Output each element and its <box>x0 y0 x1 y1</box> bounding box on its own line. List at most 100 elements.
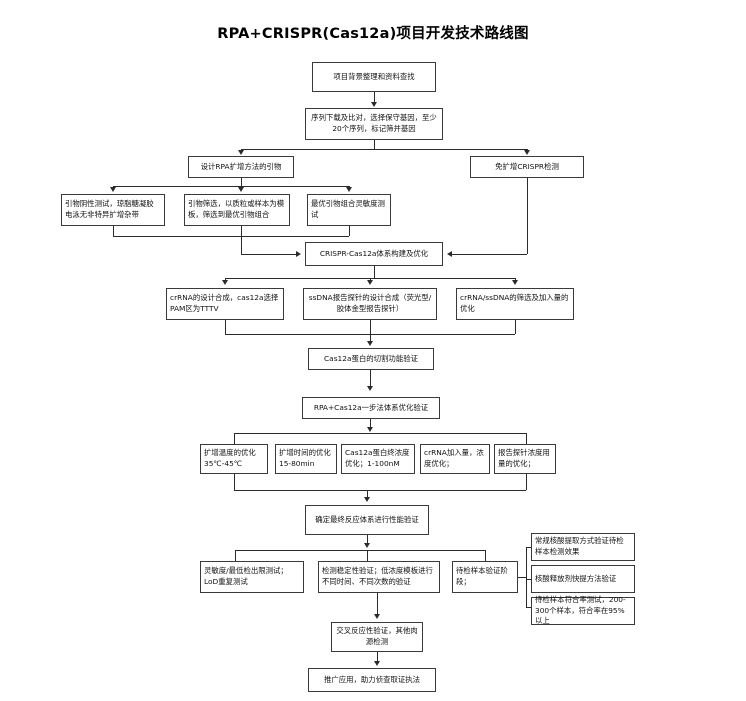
connector-five-to-n19 <box>367 490 368 498</box>
arrow-down-icon <box>366 427 373 432</box>
node-one-pot-optimization: RPA+Cas12a一步法体系优化验证 <box>302 397 440 419</box>
node-primer-screening: 引物筛选，以质粒或样本为模板，筛选到最优引物组合 <box>184 194 290 226</box>
arrow-right-icon <box>296 250 301 257</box>
connector-five-bottom-bar <box>234 490 526 491</box>
node-sequence-download: 序列下载及比对，选择保守基因，至少20个序列，标记筛并基因 <box>305 108 443 140</box>
node-crrna-ssdna-optimization: crRNA/ssDNA的筛选及加入量的优化 <box>456 288 574 320</box>
node-label: 确定最终反应体系进行性能验证 <box>315 514 419 524</box>
node-stability-validation: 检测稳定性验证；低浓度模板进行不同时间、不同次数的验证 <box>318 561 440 593</box>
node-amp-temperature-opt: 扩增温度的优化35℃-45℃ <box>200 444 268 474</box>
connector-n06-down <box>241 226 242 254</box>
node-label: crRNA加入量，浓度优化； <box>424 448 484 468</box>
connector-validation-left <box>235 550 236 561</box>
node-label: 项目背景整理和资料查找 <box>333 71 415 81</box>
arrow-down-icon <box>370 102 377 107</box>
connector-n13-down <box>370 419 371 428</box>
connector-five-left-bottom <box>234 474 235 490</box>
node-ssdna-probe-design: ssDNA报告探针的设计合成（荧光型/胶体金型报告探针） <box>303 288 437 320</box>
connector-n22-to-n25 <box>526 607 531 608</box>
node-crrna-amount-opt: crRNA加入量，浓度优化； <box>420 444 490 474</box>
connector-merge3-to-n12 <box>370 334 371 342</box>
connector-n22-bracket <box>526 547 527 607</box>
connector-n12-n13 <box>370 370 371 387</box>
node-label: 设计RPA扩增方法的引物 <box>200 161 282 171</box>
node-label: ssDNA报告探针的设计合成（荧光型/胶体金型报告探针） <box>308 293 432 313</box>
node-label: 免扩增CRISPR检测 <box>495 161 559 171</box>
node-label: 常规核酸提取方式验证待检样本检测效果 <box>535 536 624 556</box>
connector-fan-bar <box>113 186 349 187</box>
node-sensitivity-lod-test: 灵敏度/最低检出限测试；LoD重复测试 <box>200 561 304 593</box>
node-label: Cas12a蛋白终浓度优化；1-100nM <box>345 448 410 468</box>
node-concordance-rate-test: 待检样本符合率测试，200-300个样本，符合率在95%以上 <box>531 595 635 625</box>
node-label: 引物筛选，以质粒或样本为模板，筛选到最优引物组合 <box>188 199 285 219</box>
node-best-primer-sensitivity: 最优引物组合灵敏度测试 <box>307 194 391 226</box>
connector-n06-into-n08 <box>241 254 296 255</box>
node-amplification-free-crispr: 免扩增CRISPR检测 <box>470 156 584 178</box>
node-label: 序列下载及比对，选择保守基因，至少20个序列，标记筛并基因 <box>311 113 437 133</box>
connector-fan3-left <box>225 278 226 280</box>
connector-n04-down <box>527 178 528 254</box>
node-promotion-application: 推广应用，助力侦查取证执法 <box>308 668 436 692</box>
node-crispr-cas12a-system: CRISPR-Cas12a体系构建及优化 <box>305 242 443 266</box>
node-routine-extraction-validation: 常规核酸提取方式验证待检样本检测效果 <box>531 533 635 561</box>
node-label: 检测稳定性验证；低浓度模板进行不同时间、不同次数的验证 <box>322 566 433 586</box>
page-title: RPA+CRISPR(Cas12a)项目开发技术路线图 <box>217 26 529 42</box>
node-crrna-design: crRNA的设计合成，cas12a选择PAM区为TTTV <box>166 288 284 320</box>
node-label: 推广应用，助力侦查取证执法 <box>323 674 421 684</box>
connector-five-left-edge <box>234 433 235 444</box>
connector-n19-down <box>367 535 368 544</box>
node-probe-concentration-opt: 报告探针浓度用量的优化； <box>494 444 556 474</box>
node-primer-negative-test: 引物阴性测试，琼脂糖凝胶电泳无非特异扩增杂带 <box>61 194 165 226</box>
connector-fan3-mid <box>370 278 371 280</box>
arrow-down-icon <box>237 187 244 192</box>
connector-n09-down <box>225 320 226 334</box>
arrow-down-icon <box>373 614 380 619</box>
connector-merge-bar <box>113 236 349 237</box>
node-label: 扩增时间的优化15-80min <box>279 448 331 468</box>
node-label: Cas12a蛋白的切割功能验证 <box>324 353 418 363</box>
node-label: CRISPR-Cas12a体系构建及优化 <box>319 248 429 258</box>
node-cas12a-concentration-opt: Cas12a蛋白终浓度优化；1-100nM <box>341 444 415 474</box>
arrow-down-icon <box>511 280 518 285</box>
connector-n22-to-n23 <box>526 547 531 548</box>
node-label: RPA+Cas12a一步法体系优化验证 <box>313 402 429 412</box>
node-cross-reactivity-validation: 交叉反应性验证，其他肉源检测 <box>331 622 423 652</box>
node-cas12a-cleavage-validation: Cas12a蛋白的切割功能验证 <box>308 348 434 370</box>
node-sample-validation-stage: 待检样本验证阶段； <box>452 561 518 593</box>
connector-n07-down <box>349 226 350 236</box>
node-label: 核酸释放剂快提方法验证 <box>535 573 617 583</box>
node-final-system-performance: 确定最终反应体系进行性能验证 <box>305 505 429 535</box>
connector-n02-split <box>374 140 375 149</box>
connector-validation-right <box>485 550 486 561</box>
connector-n05-down <box>113 226 114 236</box>
connector-n21-n26 <box>377 593 378 615</box>
node-design-rpa-primers: 设计RPA扩增方法的引物 <box>188 156 294 178</box>
arrow-down-icon <box>366 280 373 285</box>
connector-five-right-bottom <box>526 474 527 490</box>
node-label: 待检样本验证阶段； <box>456 566 508 586</box>
arrow-down-icon <box>373 661 380 666</box>
arrow-down-icon <box>363 497 370 502</box>
connector-n04-into-n08 <box>452 254 527 255</box>
arrow-down-icon <box>221 280 228 285</box>
connector-n22-to-n24 <box>526 579 531 580</box>
connector-n26-n27 <box>377 652 378 662</box>
node-rapid-release-validation: 核酸释放剂快提方法验证 <box>531 565 635 593</box>
arrow-down-icon <box>237 150 244 155</box>
connector-n10-down <box>370 320 371 334</box>
node-label: crRNA/ssDNA的筛选及加入量的优化 <box>460 293 569 313</box>
arrow-down-icon <box>523 150 530 155</box>
node-label: 灵敏度/最低检出限测试；LoD重复测试 <box>204 566 288 586</box>
arrow-left-icon <box>447 250 452 257</box>
node-project-background: 项目背景整理和资料查找 <box>312 62 436 92</box>
connector-five-top-bar <box>234 433 526 434</box>
connector-fan3-right <box>515 278 516 280</box>
connector-five-right-edge <box>526 433 527 444</box>
node-label: 交叉反应性验证，其他肉源检测 <box>336 626 418 646</box>
node-label: 最优引物组合灵敏度测试 <box>311 199 385 219</box>
arrow-down-icon <box>345 187 352 192</box>
node-label: 报告探针浓度用量的优化； <box>498 448 550 468</box>
connector-validation-mid <box>367 550 368 561</box>
connector-split-bar-top <box>241 149 527 150</box>
